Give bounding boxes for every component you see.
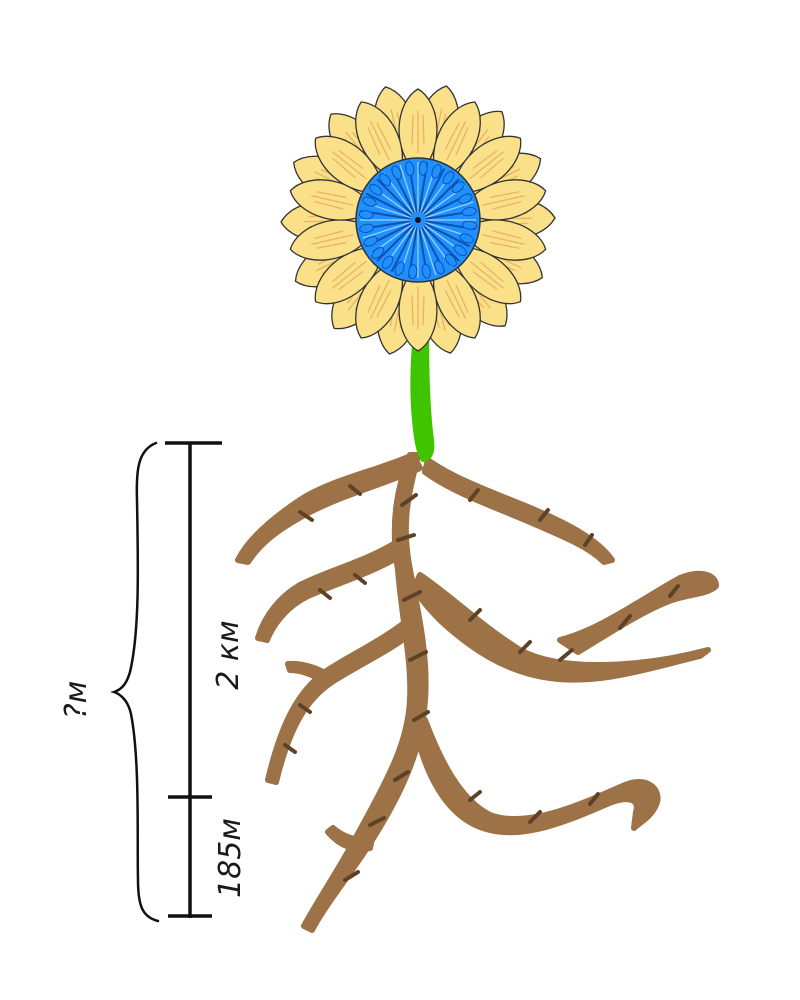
root-mid-left-2	[265, 612, 421, 785]
root-twig-left	[285, 660, 333, 685]
main-taproot	[301, 452, 429, 933]
center-florets	[358, 160, 478, 280]
root-mid-left-1	[255, 537, 408, 643]
root-lower-left	[325, 825, 375, 853]
total-label: ?м	[59, 681, 94, 720]
root-big-right-fork	[557, 570, 719, 655]
measurement-scale: 2 км 185м	[165, 441, 248, 918]
root-big-right	[411, 572, 711, 683]
root-upper-left	[235, 452, 423, 565]
segment-lower-label: 185м	[213, 818, 248, 898]
petal	[461, 219, 547, 261]
total-brace: ?м	[59, 441, 160, 923]
root-upper-right	[422, 457, 615, 565]
segment-upper-label: 2 км	[211, 620, 246, 689]
curly-brace	[110, 441, 160, 923]
root-lower-right	[415, 717, 661, 836]
petals	[280, 85, 556, 355]
center-dot	[415, 217, 421, 223]
root-stripes	[283, 484, 680, 882]
petal	[355, 101, 404, 181]
root-system	[235, 452, 719, 933]
flower-head	[280, 85, 556, 355]
